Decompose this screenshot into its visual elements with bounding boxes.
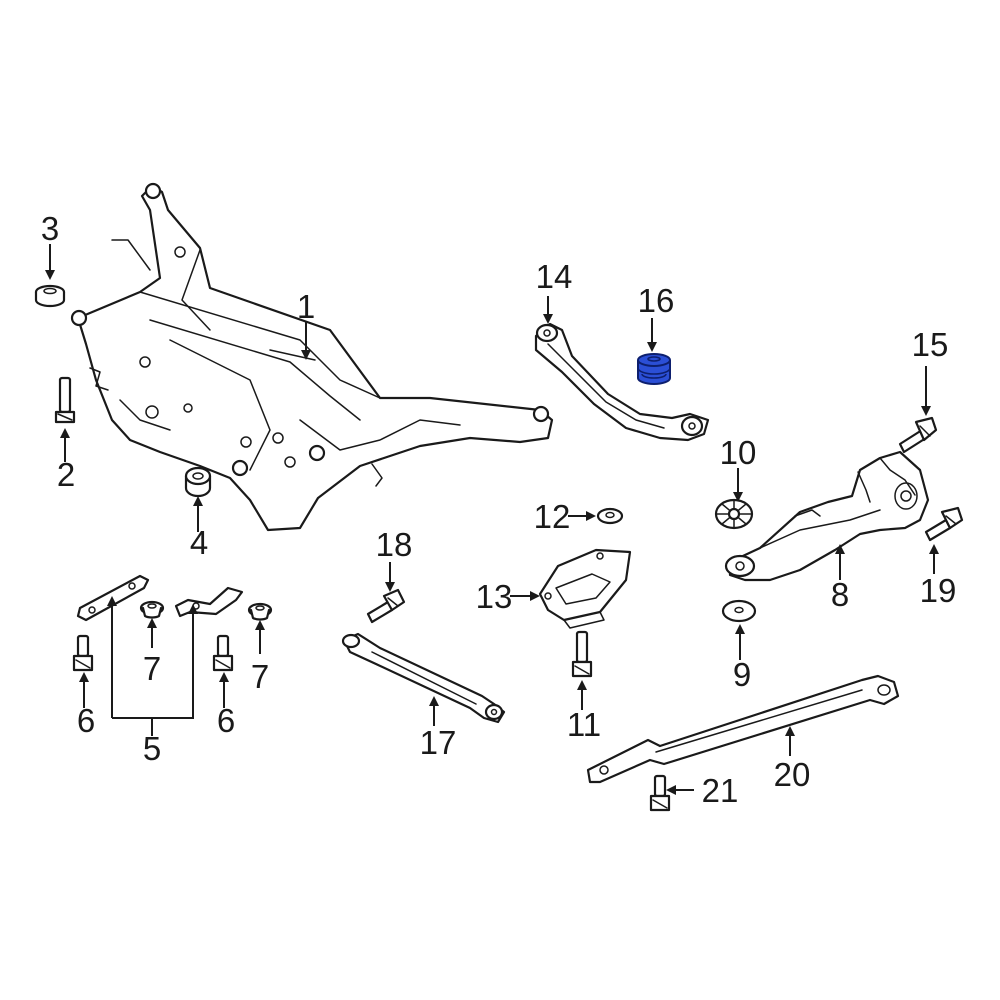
callout-14: 14 bbox=[536, 258, 573, 295]
bolt-2[interactable] bbox=[54, 376, 76, 424]
nut-12[interactable] bbox=[596, 507, 624, 525]
callout-labels: 1 2 3 4 5 6 6 7 7 8 9 10 11 12 13 14 15 … bbox=[41, 210, 957, 809]
bolt-18[interactable] bbox=[366, 588, 406, 624]
callout-16: 16 bbox=[638, 282, 675, 319]
bushing-16-highlighted[interactable] bbox=[637, 353, 671, 385]
callout-9: 9 bbox=[733, 656, 751, 693]
spacer-3[interactable] bbox=[34, 284, 66, 308]
nut-7b[interactable] bbox=[247, 602, 273, 621]
callout-3: 3 bbox=[41, 210, 59, 247]
callout-6a: 6 bbox=[77, 702, 95, 739]
crossmember-subframe[interactable] bbox=[70, 182, 554, 532]
nut-7a[interactable] bbox=[139, 600, 165, 619]
lateral-link-17[interactable] bbox=[341, 632, 506, 724]
callout-10: 10 bbox=[720, 434, 757, 471]
bolt-11[interactable] bbox=[571, 630, 593, 678]
callout-8: 8 bbox=[831, 576, 849, 613]
callout-15: 15 bbox=[912, 326, 949, 363]
callout-4: 4 bbox=[190, 524, 208, 561]
bolt-6b[interactable] bbox=[212, 634, 234, 672]
callout-18: 18 bbox=[376, 526, 413, 563]
callout-20: 20 bbox=[774, 756, 811, 793]
bracket-plate-13[interactable] bbox=[538, 548, 632, 629]
callout-1: 1 bbox=[297, 288, 315, 325]
spring-seat-10[interactable] bbox=[714, 498, 754, 530]
bolt-19[interactable] bbox=[924, 506, 964, 542]
callout-7b: 7 bbox=[251, 658, 269, 695]
callout-5: 5 bbox=[143, 730, 161, 767]
callout-11: 11 bbox=[567, 706, 601, 743]
callout-6b: 6 bbox=[217, 702, 235, 739]
upper-control-arm-14[interactable] bbox=[534, 322, 710, 442]
bolt-6a[interactable] bbox=[72, 634, 94, 672]
callout-12: 12 bbox=[534, 498, 571, 535]
bolt-21[interactable] bbox=[649, 774, 671, 812]
callout-13: 13 bbox=[476, 578, 513, 615]
bolt-15[interactable] bbox=[898, 416, 938, 454]
bracket-5b[interactable] bbox=[174, 586, 244, 618]
callout-2: 2 bbox=[57, 456, 75, 493]
leader-lines bbox=[45, 244, 939, 795]
bushing-4[interactable] bbox=[184, 466, 212, 498]
stabilizer-bar-20[interactable] bbox=[586, 674, 900, 784]
washer-9[interactable] bbox=[721, 599, 757, 623]
callout-19: 19 bbox=[920, 572, 957, 609]
callout-17: 17 bbox=[420, 724, 457, 761]
callout-7a: 7 bbox=[143, 650, 161, 687]
trailing-arm-8[interactable] bbox=[724, 450, 930, 582]
callout-21: 21 bbox=[702, 772, 739, 809]
